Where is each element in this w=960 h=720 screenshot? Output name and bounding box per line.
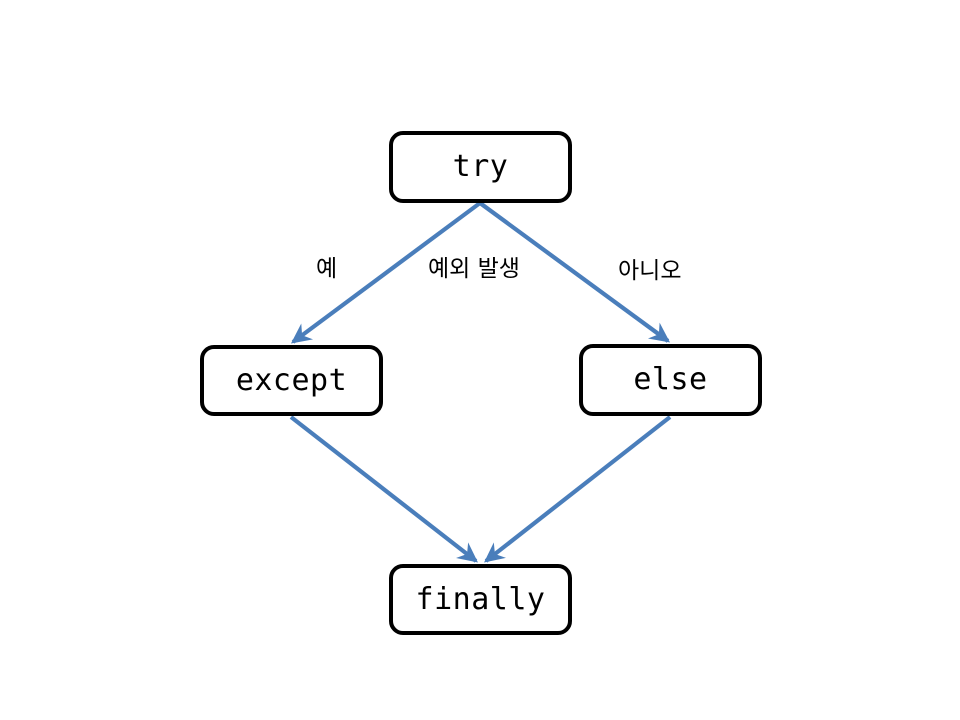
- node-else-label: else: [633, 362, 708, 397]
- node-except-label: except: [235, 362, 348, 398]
- node-except[interactable]: except: [200, 345, 383, 416]
- edge-except-to-finally: [289, 415, 478, 563]
- edge-try-to-except: [290, 201, 482, 344]
- node-try[interactable]: try: [389, 131, 572, 203]
- edge-try-to-else: [478, 201, 671, 343]
- edge-label-yes: 예: [316, 256, 338, 282]
- edge-label-no: 아니오: [618, 258, 682, 284]
- node-try-label: try: [452, 149, 509, 184]
- node-else[interactable]: else: [579, 344, 762, 416]
- node-finally[interactable]: finally: [389, 564, 572, 635]
- edge-label-exception: 예외 발생: [428, 256, 520, 282]
- node-finally-label: finally: [415, 581, 546, 617]
- edge-else-to-finally: [484, 415, 672, 563]
